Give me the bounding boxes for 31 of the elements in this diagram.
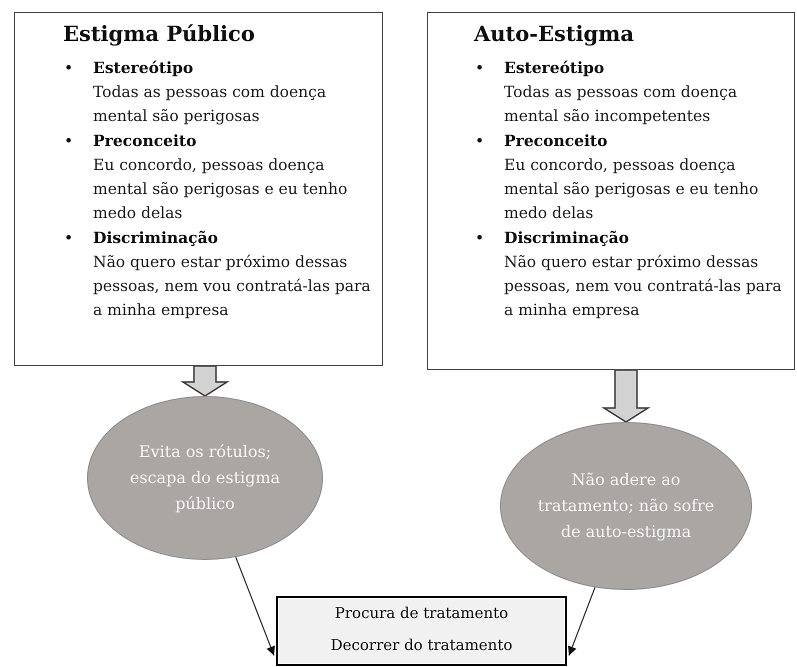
bullet: • — [475, 131, 484, 152]
item-heading: Discriminação — [93, 227, 219, 249]
arrow — [568, 587, 596, 656]
text-box — [427, 12, 795, 370]
box-text: Procura de tratamento — [334, 604, 508, 622]
arrow — [235, 556, 275, 656]
ellipse-text: Não adere ao tratamento; não sofre de auto-estigma — [537, 469, 715, 543]
item-text: Eu concordo, pessoas doença mental são perigosas e eu tenho medo delas — [504, 155, 760, 224]
item-heading: Estereótipo — [93, 57, 194, 79]
box-title: Auto-Estigma — [474, 21, 636, 46]
block-arrow — [180, 365, 230, 397]
result-box — [276, 596, 567, 666]
box-text: Decorrer do tratamento — [330, 636, 512, 654]
item-text: Todas as pessoas com doença mental são perigosas — [93, 82, 328, 127]
block-arrow — [601, 369, 651, 423]
bullet: • — [64, 58, 74, 79]
text-box — [14, 12, 383, 366]
item-heading: Preconceito — [504, 130, 608, 152]
bullet: • — [64, 228, 74, 249]
ellipse-text: Evita os rótulos; escapa do estigma público — [128, 441, 282, 515]
item-text: Eu concordo, pessoas doença mental são perigosas e eu tenho medo delas — [93, 155, 348, 224]
bullet: • — [475, 58, 484, 79]
item-text: Não quero estar próximo dessas pessoas, nem vou contratá-las para a minha empresa — [93, 252, 372, 321]
item-heading: Preconceito — [93, 130, 198, 152]
item-text: Não quero estar próximo dessas pessoas, nem vou contratá-las para a minha empresa — [504, 252, 783, 321]
box-title: Estigma Público — [63, 21, 256, 46]
item-heading: Discriminação — [504, 227, 630, 249]
bullet: • — [475, 228, 484, 249]
item-heading: Estereótipo — [504, 57, 606, 79]
bullet: • — [64, 131, 74, 152]
item-text: Todas as pessoas com doença mental são incompetentes — [504, 82, 738, 127]
